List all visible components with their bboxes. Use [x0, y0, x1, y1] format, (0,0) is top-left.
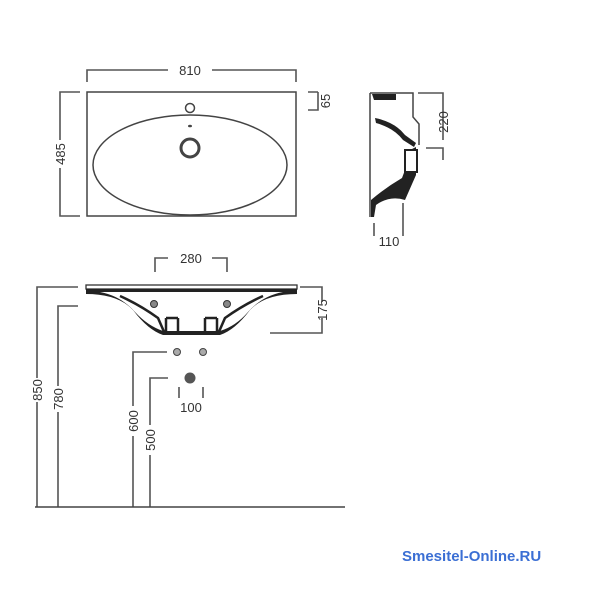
width-dimension	[86, 69, 297, 82]
basin-outline	[86, 91, 297, 217]
waste-width-label: 100	[180, 400, 202, 415]
supply-left	[173, 348, 181, 356]
tap-spacing-dimension	[154, 257, 228, 272]
basin-height-label: 175	[315, 299, 330, 321]
side-view: 220 110	[369, 92, 451, 249]
supply-height-label: 600	[126, 410, 141, 432]
height-dimension-side	[418, 92, 444, 160]
rim-section	[372, 94, 396, 100]
tap-offset-label: 65	[318, 94, 333, 108]
supply-right	[199, 348, 207, 356]
basin-supports	[119, 294, 264, 335]
basin-height-dimension	[270, 286, 323, 334]
support-section	[371, 147, 416, 217]
watermark: Smesitel-Online.RU	[402, 548, 542, 565]
width-label: 810	[179, 63, 201, 78]
waste-outlet	[184, 372, 196, 384]
drain-hole	[179, 137, 201, 159]
depth-label: 485	[53, 143, 68, 165]
bowl-section	[375, 118, 416, 147]
basin-rim	[85, 284, 298, 290]
overflow-hole	[188, 124, 192, 128]
basin-inner	[100, 292, 283, 331]
support-window	[404, 149, 418, 173]
fixing-left	[150, 300, 158, 308]
waste-height-label: 500	[143, 429, 158, 451]
tap-spacing-label: 280	[180, 251, 202, 266]
bowl-outline	[92, 114, 288, 216]
side-height-label: 220	[436, 111, 451, 133]
projection-label: 110	[379, 234, 400, 249]
projection-dimension	[373, 203, 404, 236]
tap-offset-dimension	[308, 91, 319, 111]
rim-height-dimension	[36, 286, 78, 507]
waste-width-dimension	[178, 387, 204, 398]
supply-height-dimension	[132, 351, 167, 507]
rim-height-label: 850	[30, 379, 45, 401]
front-view: 280 175 100 850 780 600 500	[30, 251, 345, 508]
side-profile	[369, 92, 420, 217]
fixing-right	[223, 300, 231, 308]
depth-dimension	[59, 91, 80, 217]
top-view: 810 485 65	[53, 63, 333, 217]
underside-height-dimension	[57, 305, 78, 507]
waste-height-dimension	[149, 377, 168, 507]
tap-hole	[184, 102, 196, 114]
underside-height-label: 780	[51, 388, 66, 410]
